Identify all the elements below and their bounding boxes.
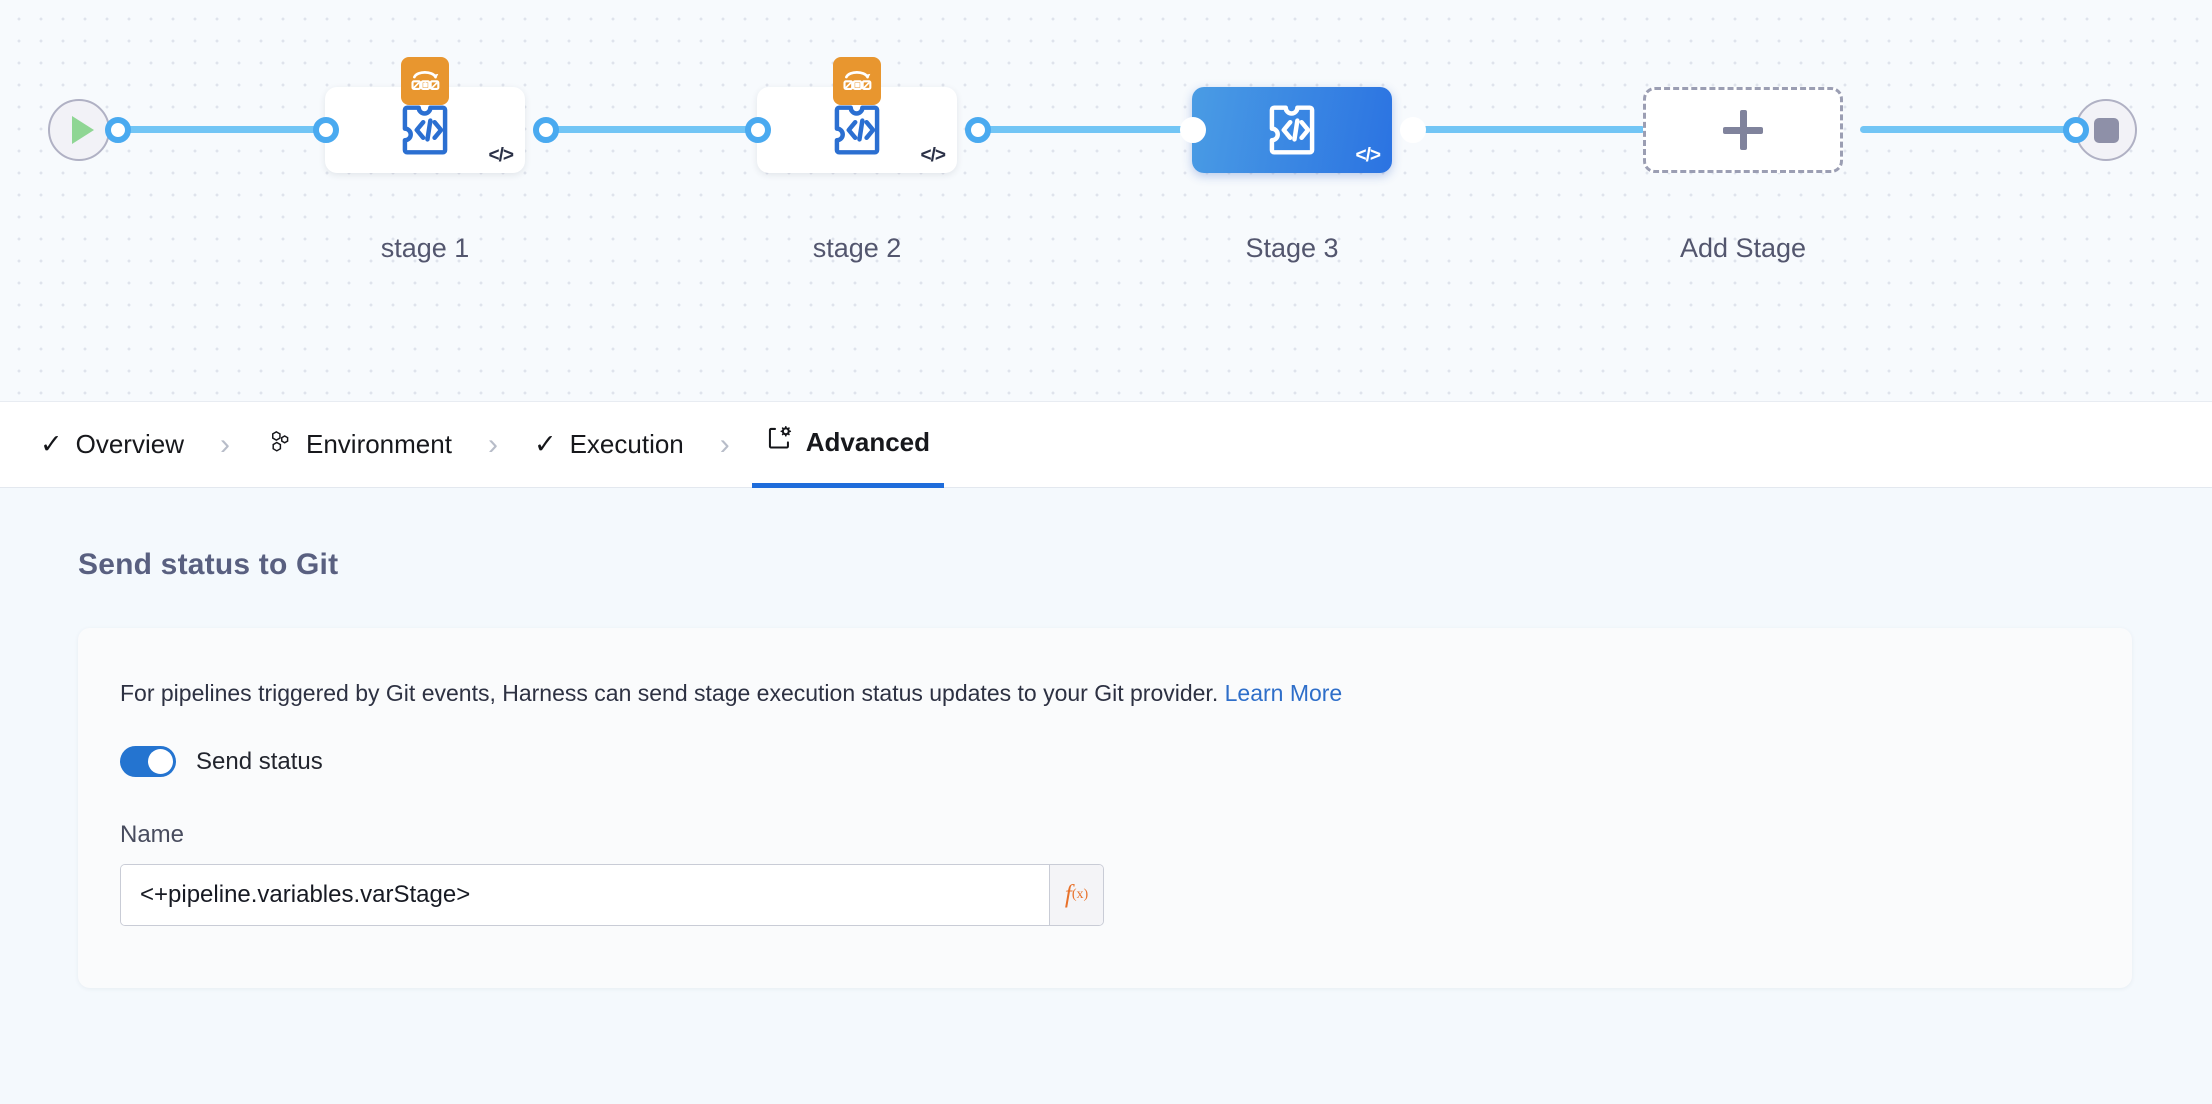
edge-stage2-to-stage3 <box>980 126 1202 133</box>
stage-1-in-port[interactable] <box>313 117 339 143</box>
check-icon: ✓ <box>40 429 63 459</box>
name-field-group: Name f(x) <box>120 821 2132 926</box>
tab-advanced[interactable]: Advanced <box>751 402 945 488</box>
send-status-toggle-row: Send status <box>120 746 2132 777</box>
stage-code-tag: </> <box>1355 145 1382 166</box>
tab-overview-label: Overview <box>75 429 184 459</box>
card-description-text: For pipelines triggered by Git events, H… <box>120 680 1219 706</box>
pipeline-graph: </> stage 1 <box>0 0 2212 330</box>
pipeline-canvas[interactable]: </> stage 1 <box>0 0 2212 402</box>
tab-separator-icon: › <box>487 427 498 461</box>
name-input-wrapper: f(x) <box>120 864 1104 926</box>
edge-stage3-to-addstage <box>1410 126 1645 133</box>
matrix-looping-strategy-icon[interactable] <box>833 57 881 105</box>
tab-separator-icon: › <box>719 427 730 461</box>
tab-execution-label: Execution <box>569 429 684 459</box>
stage-2-out-port[interactable] <box>965 117 991 143</box>
edge-start-to-stage1 <box>118 126 326 133</box>
custom-stage-icon <box>1269 105 1315 155</box>
send-status-toggle[interactable] <box>120 746 176 777</box>
edge-addstage-to-end <box>1860 126 2085 133</box>
name-field-label: Name <box>120 821 185 848</box>
custom-stage-icon <box>834 105 880 155</box>
send-status-to-git-card: For pipelines triggered by Git events, H… <box>78 628 2132 988</box>
learn-more-link[interactable]: Learn More <box>1224 680 1343 706</box>
stage-code-tag: </> <box>488 145 515 166</box>
page-title: Send status to Git <box>78 548 339 581</box>
stage-code-tag: </> <box>920 145 947 166</box>
stage-node-stage-3[interactable]: </> <box>1192 87 1392 173</box>
tab-environment-label: Environment <box>305 429 452 459</box>
start-node-port[interactable] <box>105 117 131 143</box>
custom-stage-icon <box>402 105 448 155</box>
tab-environment[interactable]: Environment <box>252 402 466 488</box>
play-icon <box>71 116 94 144</box>
advanced-tab-content: Send status to Git For pipelines trigger… <box>0 488 2212 1104</box>
stage-node-stage-1[interactable]: </> <box>325 57 525 173</box>
end-node-port[interactable] <box>2063 117 2089 143</box>
tab-advanced-label: Advanced <box>805 426 931 457</box>
add-stage-button[interactable] <box>1643 87 1843 173</box>
card-description: For pipelines triggered by Git events, H… <box>120 680 2132 707</box>
stage-2-in-port[interactable] <box>745 117 771 143</box>
stage-3-out-port[interactable] <box>1400 117 1426 143</box>
tab-execution[interactable]: ✓ Execution <box>520 402 698 488</box>
tab-separator-icon: › <box>219 427 230 461</box>
plus-icon <box>1723 110 1763 150</box>
stage-1-out-port[interactable] <box>533 117 559 143</box>
edge-stage1-to-stage2 <box>545 126 760 133</box>
stage-3-in-port[interactable] <box>1180 117 1206 143</box>
stage-label-stage-1: stage 1 <box>380 233 470 263</box>
infrastructure-icon <box>266 428 293 462</box>
start-node[interactable] <box>48 99 110 161</box>
stage-label-stage-2: stage 2 <box>812 233 902 263</box>
advanced-gear-icon <box>766 425 793 459</box>
stop-icon <box>2093 117 2119 143</box>
check-icon: ✓ <box>533 429 557 459</box>
stage-node-stage-2[interactable]: </> <box>757 57 957 173</box>
stage-config-tabs: ✓ Overview › Environment › ✓ Execution ›… <box>0 402 2212 488</box>
expression-toggle-button[interactable]: f(x) <box>1049 865 1103 925</box>
stage-label-stage-3: Stage 3 <box>1245 233 1339 263</box>
name-input[interactable] <box>121 865 1049 925</box>
add-stage-label: Add Stage <box>1679 233 1807 263</box>
send-status-toggle-label: Send status <box>196 747 323 775</box>
matrix-looping-strategy-icon[interactable] <box>401 57 449 105</box>
tab-overview[interactable]: ✓ Overview <box>26 402 198 488</box>
